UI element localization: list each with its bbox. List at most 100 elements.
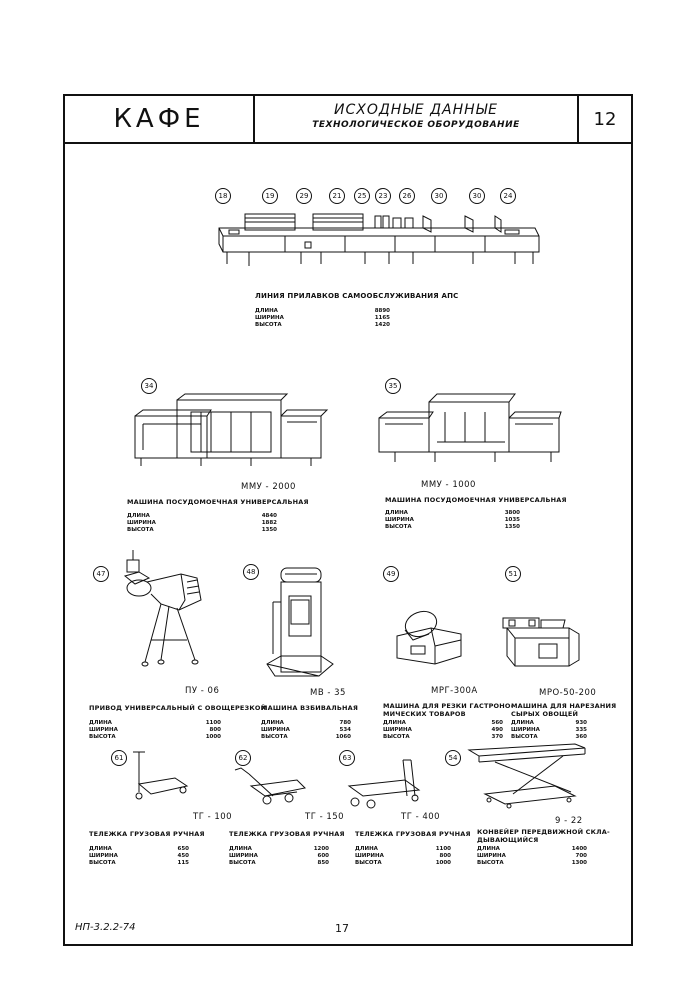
dim-label: ШИРИНА: [511, 727, 540, 733]
dim-value: 534: [339, 727, 351, 733]
sheet-number: 12: [577, 96, 631, 142]
dim-label: ДЛИНА: [511, 720, 534, 726]
dim-value: 1100: [435, 846, 451, 852]
dim-value: 8890: [374, 308, 390, 314]
dim-value: 560: [491, 720, 503, 726]
item-number: 30: [469, 188, 485, 204]
drawing-sheet: КАФЕ ИСХОДНЫЕ ДАННЫЕ ТЕХНОЛОГИЧЕСКОЕ ОБО…: [63, 94, 633, 946]
dim-value: 930: [575, 720, 587, 726]
model-label: ПУ - 06: [185, 686, 220, 696]
dim-value: 850: [317, 860, 329, 866]
model-label: МРО-50-200: [539, 688, 597, 698]
dim-label: ДЛИНА: [477, 846, 500, 852]
item-number: 29: [296, 188, 312, 204]
dim-value: 600: [317, 853, 329, 859]
dim-label: ШИРИНА: [383, 727, 412, 733]
item-number: 49: [383, 566, 399, 582]
dim-value: 1400: [571, 846, 587, 852]
model-label: ТГ - 150: [305, 812, 345, 822]
item-dims: ДЛИНА 1400 ШИРИНА 700 ВЫСОТА 1300: [477, 846, 587, 867]
cafe-label: КАФЕ: [65, 96, 255, 142]
dim-value: 1165: [374, 315, 390, 321]
model-label: ТГ - 400: [401, 812, 441, 822]
dim-value: 700: [575, 853, 587, 859]
dim-label: ДЛИНА: [89, 846, 112, 852]
item-number: 30: [431, 188, 447, 204]
dim-label: ВЫСОТА: [511, 734, 538, 740]
model-label: ТГ - 100: [193, 812, 233, 822]
model-label: ММУ - 1000: [421, 480, 476, 490]
universal-drive-drawing: [121, 544, 221, 674]
dim-value: 1350: [261, 527, 277, 533]
model-label: МВ - 35: [310, 688, 346, 698]
dim-label: ВЫСОТА: [355, 860, 382, 866]
dim-label: ДЛИНА: [385, 510, 408, 516]
dim-value: 360: [575, 734, 587, 740]
dim-label: ВЫСОТА: [89, 734, 116, 740]
conveyor-drawing: [465, 742, 595, 812]
dim-label: ДЛИНА: [229, 846, 252, 852]
dim-label: ВЫСОТА: [383, 734, 410, 740]
dim-value: 780: [339, 720, 351, 726]
model-label: ММУ - 2000: [241, 482, 296, 492]
dim-label: ВЫСОТА: [385, 524, 412, 530]
dim-value: 800: [209, 727, 221, 733]
dim-label: ШИРИНА: [255, 315, 284, 321]
dim-value: 115: [177, 860, 189, 866]
item-caption: ТЕЛЕЖКА ГРУЗОВАЯ РУЧНАЯ: [229, 830, 345, 838]
dim-value: 1100: [205, 720, 221, 726]
document-code: НП-3.2.2-74: [75, 922, 136, 933]
dim-value: 1035: [504, 517, 520, 523]
dim-label: ШИРИНА: [477, 853, 506, 859]
item-number: 51: [505, 566, 521, 582]
dim-label: ВЫСОТА: [255, 322, 282, 328]
item-caption: МАШИНА ДЛЯ РЕЗКИ ГАСТРОНО-: [383, 702, 514, 710]
title-box: ИСХОДНЫЕ ДАННЫЕ ТЕХНОЛОГИЧЕСКОЕ ОБОРУДОВ…: [255, 96, 577, 142]
dim-value: 1300: [571, 860, 587, 866]
dim-value: 1200: [313, 846, 329, 852]
dim-label: ВЫСОТА: [261, 734, 288, 740]
vegetable-cutter-drawing: [501, 614, 591, 676]
item-caption: ПРИВОД УНИВЕРСАЛЬНЫЙ С ОВОЩЕРЕЗКОЙ: [89, 704, 267, 712]
item-number: 21: [329, 188, 345, 204]
model-label: МРГ-300А: [431, 686, 478, 696]
item-number: 34: [141, 378, 157, 394]
cart-tg400-drawing: [345, 756, 429, 814]
item-number: 19: [262, 188, 278, 204]
item-caption: ТЕЛЕЖКА ГРУЗОВАЯ РУЧНАЯ: [89, 830, 205, 838]
dim-value: 800: [439, 853, 451, 859]
dim-label: ШИРИНА: [355, 853, 384, 859]
item-caption: ТЕЛЕЖКА ГРУЗОВАЯ РУЧНАЯ: [355, 830, 471, 838]
dim-label: ВЫСОТА: [127, 527, 154, 533]
dim-value: 1882: [261, 520, 277, 526]
dim-value: 4840: [261, 513, 277, 519]
dim-value: 3800: [504, 510, 520, 516]
dim-value: 1000: [205, 734, 221, 740]
dim-label: ДЛИНА: [355, 846, 378, 852]
item-caption-line2: ДЫВАЮЩИЙСЯ: [477, 836, 539, 844]
item-dims: ДЛИНА 3800 ШИРИНА 1035 ВЫСОТА 1350: [385, 510, 520, 531]
dishwasher-mmu2000-drawing: [131, 394, 331, 474]
item-caption: МАШИНА ДЛЯ НАРЕЗАНИЯ: [511, 702, 617, 710]
dim-label: ШИРИНА: [127, 520, 156, 526]
dim-label: ШИРИНА: [385, 517, 414, 523]
dim-value: 1350: [504, 524, 520, 530]
item-number: 48: [243, 564, 259, 580]
counter-line-drawing: [215, 208, 545, 278]
item-number: 26: [399, 188, 415, 204]
item-number: 18: [215, 188, 231, 204]
item-caption: КОНВЕЙЕР ПЕРЕДВИЖНОЙ СКЛА-: [477, 828, 610, 836]
cart-tg150-drawing: [231, 764, 311, 814]
dim-label: ВЫСОТА: [477, 860, 504, 866]
item-number: 35: [385, 378, 401, 394]
item-caption: МАШИНА ПОСУДОМОЕЧНАЯ УНИВЕРСАЛЬНАЯ: [127, 498, 309, 506]
item-number: 62: [235, 750, 251, 766]
dim-label: ШИРИНА: [229, 853, 258, 859]
slicer-drawing: [391, 606, 467, 676]
dim-label: ШИРИНА: [89, 853, 118, 859]
